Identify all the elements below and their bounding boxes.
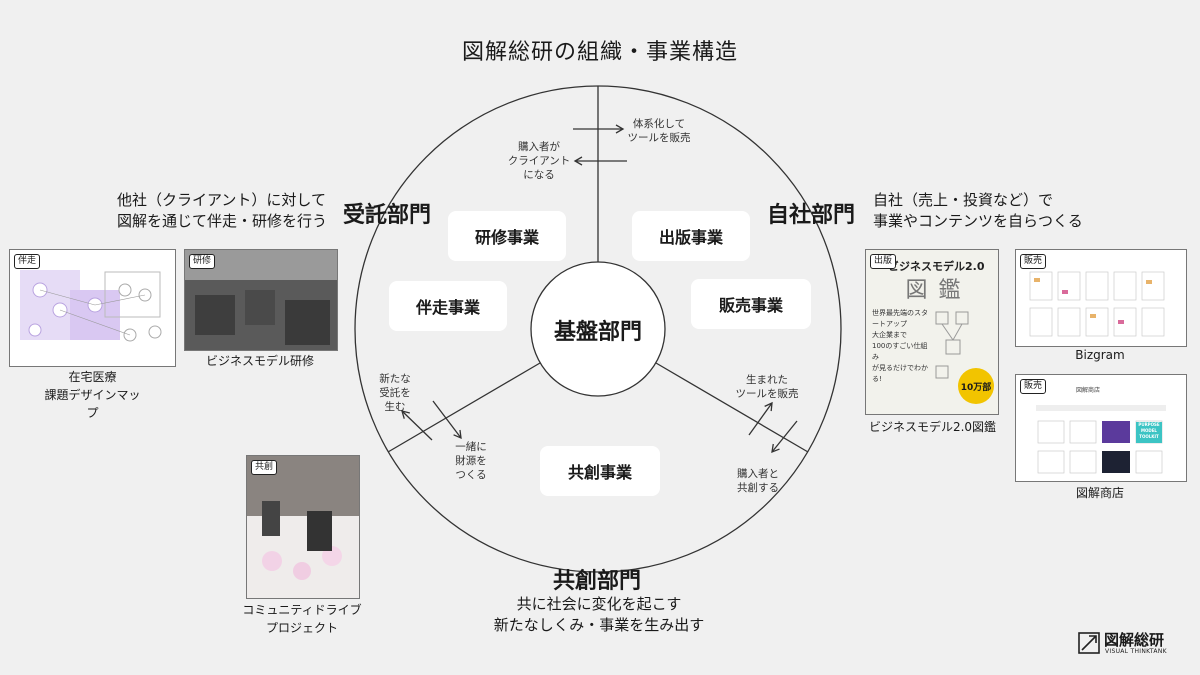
business-publishing: 出版事業 xyxy=(632,211,750,261)
divider-right xyxy=(655,362,809,453)
case-training-caption: ビジネスモデル研修 xyxy=(205,354,314,368)
shop-toolkit-banner: PURPOSE MODEL TOOLKIT xyxy=(1136,422,1162,443)
business-accompany: 伴走事業 xyxy=(389,281,507,331)
logo-mark-icon xyxy=(1078,632,1100,654)
dept-commission-desc: 他社（クライアント）に対して 図解を通じて伴走・研修を行う xyxy=(117,191,328,230)
business-cocreation: 共創事業 xyxy=(540,446,660,496)
flow-label-right-down: 購入者と 共創する xyxy=(737,468,779,494)
book-copy: 世界最先端のスタートアップ 大企業まで 100のすごい仕組み が見るだけでわかる… xyxy=(872,309,928,383)
shop-header: 図解商店 xyxy=(1076,387,1101,394)
business-sales: 販売事業 xyxy=(691,279,811,329)
core-label: 基盤部門 xyxy=(553,320,642,345)
workshop-photo xyxy=(247,456,359,598)
case-tag: 販売 xyxy=(1020,254,1047,269)
case-community-photo: 共創 xyxy=(246,455,360,599)
case-tag: 販売 xyxy=(1020,379,1047,394)
flow-label-top-left: 購入者が クライアント になる xyxy=(507,141,571,181)
book-title: ビジネスモデル2.0 xyxy=(888,260,985,273)
case-tag: 共創 xyxy=(251,460,278,475)
book-diagram-illustration xyxy=(935,311,969,379)
book-big-title: 図 鑑 xyxy=(905,278,963,303)
case-tag: 出版 xyxy=(870,254,897,269)
logo: 図解総研 VISUAL THINKTANK xyxy=(1078,630,1188,656)
flow-label-left-down: 一緒に 財源を つくる xyxy=(455,441,487,481)
map-illustration xyxy=(20,270,162,342)
arrow-left-down xyxy=(432,400,462,440)
dept-own-title: 自社部門 xyxy=(767,203,856,228)
case-tag: 研修 xyxy=(189,254,216,269)
case-bizgram-image: 販売 xyxy=(1015,249,1187,347)
logo-sub: VISUAL THINKTANK xyxy=(1105,648,1167,655)
case-home-care-caption: 在宅医療 課題デザインマップ xyxy=(44,370,141,420)
case-shop-caption: 図解商店 xyxy=(1075,486,1124,500)
case-shop-image: 販売 図解商店 PURPOSE MODEL TOOLKIT xyxy=(1015,374,1187,482)
case-book-caption: ビジネスモデル2.0図鑑 xyxy=(868,420,997,434)
case-home-care-image: 伴走 xyxy=(9,249,176,367)
case-community-caption: コミュニティドライブ プロジェクト xyxy=(242,603,362,635)
flow-label-right-up: 生まれた ツールを販売 xyxy=(735,374,799,400)
case-bizgram-caption: Bizgram xyxy=(1075,348,1125,362)
flow-label-left-up: 新たな 受託を 生む xyxy=(379,373,411,413)
flow-label-top-right: 体系化して ツールを販売 xyxy=(627,118,691,144)
logo-name: 図解総研 xyxy=(1104,631,1165,649)
dept-own-desc: 自社（売上・投資など）で 事業やコンテンツを自らつくる xyxy=(873,191,1083,230)
dept-commission-title: 受託部門 xyxy=(343,203,432,228)
dept-cocreation-desc: 共に社会に変化を起こす 新たなしくみ・事業を生み出す xyxy=(493,595,705,634)
bizgram-diagrams xyxy=(1029,271,1165,337)
business-training: 研修事業 xyxy=(448,211,566,261)
classroom-photo xyxy=(185,250,337,350)
case-book-cover: 出版 ビジネスモデル2.0 図 鑑 世界最先端のスタートアップ 大企業まで 10… xyxy=(865,249,999,415)
arrow-right-up xyxy=(748,401,773,436)
arrow-right-down xyxy=(771,420,798,454)
arrow-left-up xyxy=(401,410,433,441)
divider-left xyxy=(387,362,541,453)
book-sales-badge: 10万部 xyxy=(958,368,994,404)
page-title: 図解総研の組織・事業構造 xyxy=(461,40,738,65)
case-tag: 伴走 xyxy=(14,254,41,269)
case-training-photo: 研修 xyxy=(184,249,338,351)
dept-cocreation-title: 共創部門 xyxy=(553,569,642,594)
